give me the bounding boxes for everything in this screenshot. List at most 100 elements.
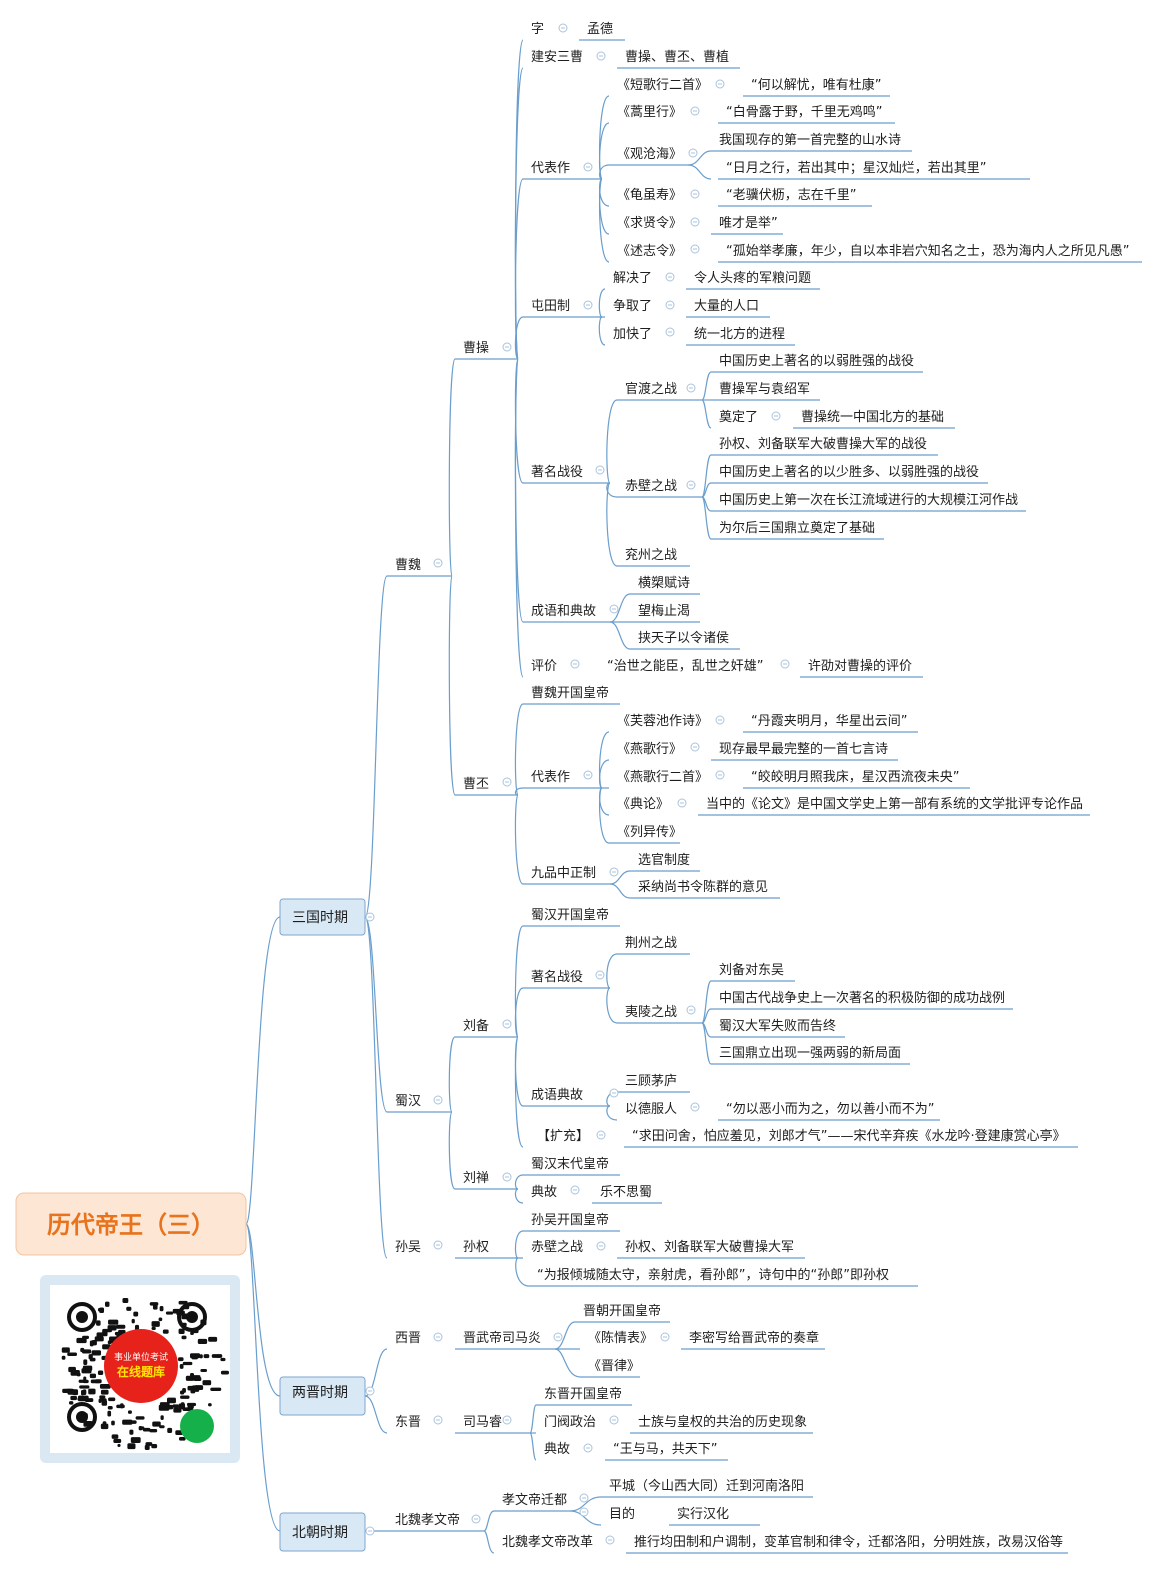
connector — [245, 916, 281, 1225]
qr-module — [130, 1437, 141, 1444]
connector — [514, 1036, 524, 1148]
node-liubei: 刘备 — [463, 1018, 489, 1034]
qr-module — [126, 1306, 132, 1311]
qr-module — [220, 1370, 229, 1375]
node-caowei: 曹魏 — [395, 558, 421, 573]
qr-module — [165, 1311, 174, 1315]
connector — [701, 482, 712, 498]
qr-module — [152, 1304, 158, 1310]
node-yl4: 三国鼎立出现一强两弱的新局面 — [719, 1045, 901, 1061]
node-cb1: 孙权、刘备联军大破曹操大军的战役 — [719, 436, 927, 452]
node-sq1: 孙吴开国皇帝 — [531, 1212, 609, 1228]
node-jp2: 采纳尚书令陈群的意见 — [638, 879, 768, 895]
node-smr3: 典故 — [544, 1442, 570, 1457]
qr-module — [166, 1397, 176, 1404]
node-sunwu: 孙吴 — [395, 1240, 421, 1255]
node-xw: 北魏孝文帝 — [395, 1512, 460, 1528]
node-sunquan: 孙权 — [463, 1239, 489, 1255]
node-cy1c: 挟天子以令诸侯 — [638, 631, 729, 646]
node-sq2v: 孙权、刘备联军大破曹操大军 — [625, 1239, 794, 1255]
node-xwggv: 推行均田制和户调制，变革官制和律令，迁都洛阳，分明姓族，改易汉俗等 — [634, 1534, 1063, 1550]
connector — [448, 358, 456, 577]
node-w4: 《龟虽寿》 — [617, 188, 682, 203]
node-caocao: 曹操 — [463, 340, 489, 356]
connector — [701, 399, 712, 429]
node-gd3: 奠定了 — [719, 409, 758, 425]
qr-module — [190, 1373, 195, 1378]
node-tt: 屯田制 — [531, 299, 570, 314]
qr-module — [220, 1357, 226, 1362]
connector — [598, 178, 610, 235]
mini-program-icon — [180, 1409, 214, 1443]
qr-module — [97, 1370, 104, 1375]
node-cw1v: “丹霞夹明月，华星出云间” — [751, 714, 907, 729]
qr-module — [91, 1350, 102, 1356]
node-smy3: 《晋律》 — [588, 1359, 640, 1374]
qr-module — [181, 1335, 187, 1340]
node-smy: 晋武帝司马炎 — [463, 1330, 541, 1346]
node-sq2: 赤壁之战 — [531, 1240, 583, 1255]
qr-module — [202, 1380, 212, 1386]
qr-module — [149, 1428, 158, 1433]
connector — [609, 593, 631, 623]
node-ls2v: 乐不思蜀 — [600, 1185, 652, 1200]
connector — [529, 1404, 537, 1434]
node-cb4: 为尔后三国鼎立奠定了基础 — [719, 520, 875, 536]
connector — [364, 916, 388, 1113]
node-cw2: 《燕歌行》 — [617, 742, 682, 757]
qr-module — [127, 1410, 132, 1414]
qr-module — [186, 1402, 197, 1407]
node-smr1: 东晋开国皇帝 — [544, 1386, 622, 1402]
node-jp1: 选官制度 — [638, 852, 690, 868]
node-zmzy1: 著名战役 — [531, 464, 583, 480]
node-cw3v: “皎皎明月照我床，星汉西流夜未央” — [751, 769, 959, 785]
qr-module — [182, 1388, 186, 1393]
connector — [606, 987, 618, 1024]
node-w2: 《蒿里行》 — [617, 105, 682, 120]
node-cy1a: 横槊赋诗 — [638, 575, 690, 591]
connector — [448, 1111, 456, 1190]
qr-module — [97, 1308, 103, 1312]
qr-module — [96, 1320, 101, 1326]
qr-badge: 事业单位考试 在线题库 — [104, 1329, 178, 1403]
node-yl: 夷陵之战 — [625, 1004, 677, 1020]
connector — [448, 1036, 456, 1113]
connector — [701, 371, 712, 401]
qr-module — [152, 1421, 161, 1427]
node-shuhan: 蜀汉 — [395, 1094, 421, 1109]
node-cw1: 《芙蓉池作诗》 — [617, 714, 708, 729]
qr-code: 事业单位考试 在线题库 — [50, 1285, 230, 1453]
qr-module — [180, 1395, 190, 1399]
connector — [701, 1022, 712, 1065]
node-smy2v: 李密写给晋武帝的奏章 — [689, 1330, 819, 1346]
node-w6v: “孤始举孝廉，年少，自以本非岩穴知名之士，恐为海内人之所见凡愚” — [726, 243, 1129, 259]
qr-module — [70, 1395, 77, 1401]
node-cb: 赤壁之战 — [625, 479, 677, 494]
qr-module — [193, 1377, 202, 1382]
qr-module — [189, 1353, 201, 1359]
node-smr2: 门阀政治 — [544, 1415, 596, 1430]
qr-module — [101, 1400, 108, 1406]
qr-module — [99, 1395, 106, 1399]
connector — [514, 703, 524, 796]
qr-module — [117, 1443, 121, 1447]
connector — [598, 288, 606, 318]
connector — [598, 122, 610, 180]
node-gd3v: 曹操统一中国北方的基础 — [801, 409, 944, 425]
qr-finder — [177, 1302, 207, 1332]
node-sq3: “为报倾城随太守，亲射虎，看孙郎”，诗句中的“孙郎”即孙权 — [537, 1267, 889, 1283]
connector — [515, 1257, 530, 1287]
level1-box — [279, 1376, 366, 1416]
node-pjv: “治世之能臣，乱世之奸雄” — [607, 659, 763, 674]
connector — [448, 575, 456, 796]
qr-module — [131, 1420, 137, 1424]
node-kcv: “求田问舍，怕应羞见，刘郎才气”——宋代辛弃疾《水龙吟·登建康赏心亭》 — [632, 1128, 1066, 1144]
node-qd2v: 实行汉化 — [677, 1507, 729, 1522]
node-w1v: “何以解忧，唯有杜康” — [751, 77, 881, 93]
qr-module — [77, 1397, 87, 1401]
qr-badge-line1: 事业单位考试 — [113, 1353, 168, 1363]
qr-module — [142, 1427, 151, 1432]
node-w3a: 我国现存的第一首完整的山水诗 — [719, 132, 901, 148]
node-cw4v: 当中的《论文》是中国文学史上第一部有系统的文学批评专论作品 — [706, 796, 1083, 812]
node-w1: 《短歌行二首》 — [617, 78, 708, 93]
